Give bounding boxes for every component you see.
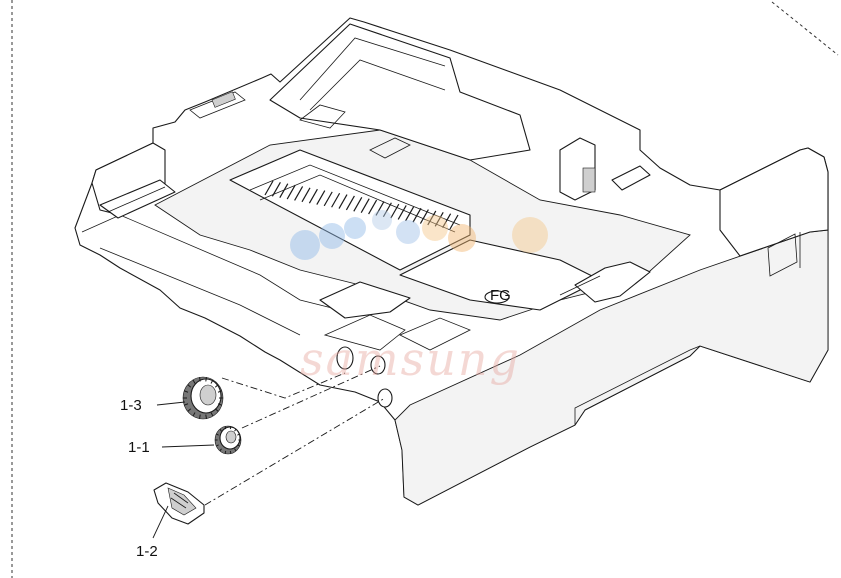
rib-line: [301, 187, 311, 203]
callout-1-1: 1-1: [128, 439, 150, 456]
watermark: samsung: [290, 210, 548, 386]
tray-front-wall: [394, 229, 829, 506]
watermark-text: samsung: [300, 332, 521, 386]
gear-tooth: [217, 390, 222, 393]
rib-line: [308, 188, 318, 204]
lift-plate-knob: [484, 290, 510, 304]
axis-line-1-2: [204, 397, 386, 506]
gear-tooth: [187, 384, 192, 388]
gear-tooth: [210, 379, 214, 384]
paper-guide-ribs: [229, 149, 471, 271]
tray-stamp: FG: [490, 287, 511, 304]
front-lever: [574, 261, 651, 303]
gear-tooth: [219, 448, 222, 452]
gear-tooth: [214, 384, 219, 388]
gear-tooth: [199, 377, 201, 382]
rib-line: [331, 192, 341, 208]
rib-line: [345, 195, 355, 211]
rib-line: [405, 206, 415, 222]
rib-line: [427, 210, 437, 226]
callout-1-3: 1-3: [120, 397, 142, 414]
rib-line: [390, 203, 400, 219]
rear-guide: [299, 104, 346, 129]
rib-line: [368, 199, 378, 215]
gear-tooth: [229, 426, 232, 430]
callout-1-2: 1-2: [136, 543, 158, 560]
leader-1-1: [161, 444, 215, 448]
gear-tooth: [219, 428, 222, 432]
tray-side-window: [767, 233, 798, 277]
frame-corner-dashed: [771, 1, 839, 56]
gear-tooth: [224, 450, 227, 454]
tray-right-panel: [719, 147, 829, 257]
gear-tooth: [199, 414, 201, 419]
friction-pad-1-2: [153, 482, 205, 525]
axis-line-1-3: [221, 372, 346, 399]
gear-tooth: [210, 412, 214, 417]
rib-line: [397, 205, 407, 220]
rib-line: [294, 186, 304, 201]
rib-line: [442, 213, 452, 228]
leader-1-2: [152, 505, 169, 539]
rib-line: [353, 197, 363, 212]
rib-line: [449, 214, 459, 230]
axis-line-1-1: [241, 365, 381, 429]
rib-line: [323, 191, 333, 207]
rib-line: [338, 194, 348, 209]
gear-tooth: [237, 444, 240, 447]
gear-tooth: [217, 403, 222, 406]
rib-line: [434, 211, 444, 227]
gear-1-3: [182, 376, 224, 420]
leader-1-3: [156, 401, 186, 406]
shaft-boss-front: [336, 346, 354, 370]
shaft-boss-mid: [370, 355, 386, 375]
rib-line: [375, 201, 385, 216]
gear-tooth: [216, 433, 219, 436]
rib-line: [382, 202, 392, 218]
shaft-boss-rear: [377, 388, 393, 408]
front-notch: [574, 345, 701, 425]
rib-line: [264, 180, 274, 196]
gear-tooth: [184, 390, 189, 393]
rib-line: [412, 207, 422, 223]
gear-tooth: [205, 377, 207, 382]
gear-tooth: [187, 408, 192, 412]
gear-tooth: [234, 448, 237, 452]
gear-tooth: [192, 379, 196, 384]
gear-tooth: [224, 426, 227, 430]
paper-tray: FG: [74, 17, 829, 506]
gear-tooth: [229, 450, 232, 454]
gear-1-1: [214, 425, 242, 455]
rib-line: [279, 183, 289, 199]
rib-line: [286, 184, 296, 200]
rib-line: [360, 198, 370, 213]
gear-tooth: [237, 433, 240, 436]
gear-tooth: [192, 412, 196, 417]
rib-line: [271, 182, 281, 197]
gear-tooth: [214, 408, 219, 412]
gear-tooth: [184, 403, 189, 406]
pickup-area: [319, 281, 411, 319]
gear-tooth: [205, 414, 207, 419]
gear-tooth: [216, 444, 219, 447]
rib-line: [419, 209, 429, 224]
tray-rear-wall: [269, 23, 531, 161]
gear-tooth: [234, 428, 237, 432]
rib-line: [316, 190, 326, 205]
